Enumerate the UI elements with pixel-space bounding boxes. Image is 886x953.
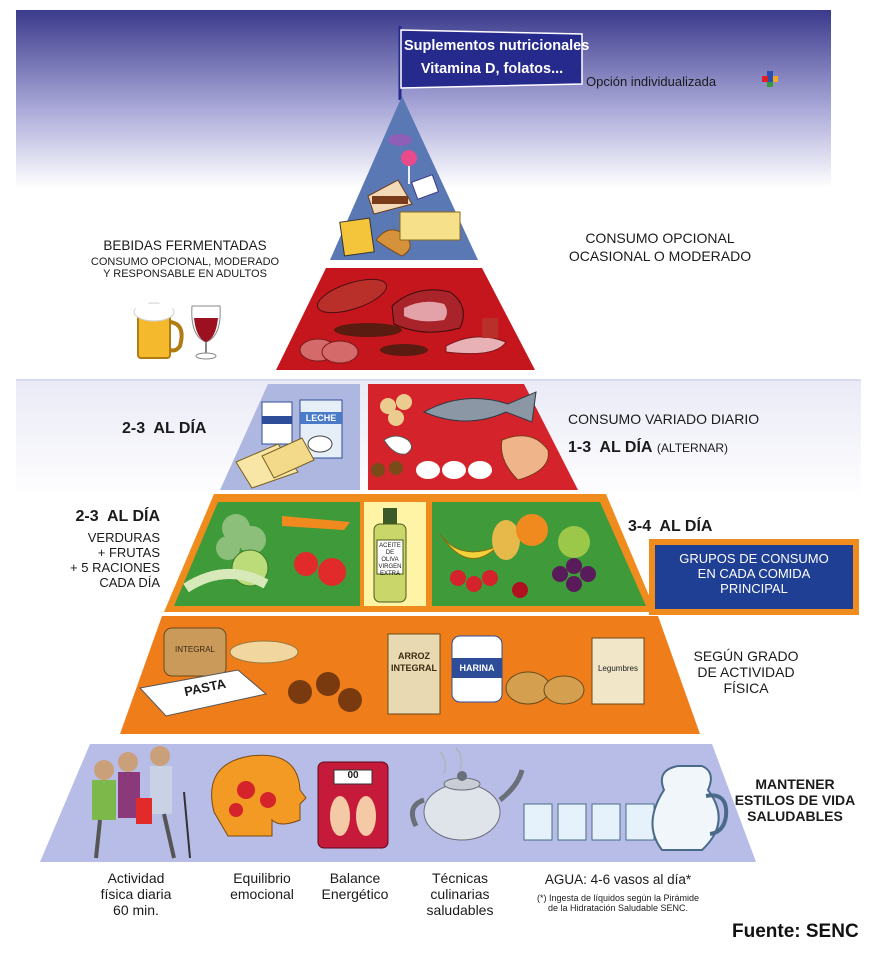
fruit-icons [439, 514, 596, 598]
base-item-emotional: Equilibrio emocional [230, 870, 294, 902]
water-jug-icon [651, 765, 729, 851]
protein-icons [371, 391, 549, 481]
oil-bottle-label: ACEITE DE OLIVA VIRGEN EXTRA [378, 543, 402, 577]
protein-label: CONSUMO VARIADO DIARIO 1-3 AL DÍA (ALTER… [568, 411, 760, 456]
teapot-icon [409, 747, 525, 841]
individual-option-label: Opción individualizada [586, 74, 717, 89]
wine-glass-icon [191, 305, 221, 360]
cereals-label: SEGÚN GRADO DE ACTIVIDAD FÍSICA [693, 648, 799, 696]
base-item-energy: Balance Energético [321, 870, 389, 902]
water-label: AGUA: 4-6 vasos al día* (*) Ingesta de l… [536, 872, 700, 913]
individual-option-icon [762, 71, 778, 87]
water-glasses-icon [523, 803, 655, 841]
base-item-activity: Actividad física diaria 60 min. [100, 870, 172, 918]
fermented-drinks-label: BEBIDAS FERMENTADAS CONSUMO OPCIONAL, MO… [90, 238, 280, 280]
beer-mug-icon [133, 299, 184, 359]
lifestyle-label: MANTENER ESTILOS DE VIDA SALUDABLES [734, 776, 856, 824]
veg-panel [174, 502, 360, 606]
oil-bottle-icon [373, 508, 407, 603]
dairy-frequency-label: 2-3 AL DÍA [122, 420, 207, 437]
veg-label: 2-3 AL DÍA VERDURAS + FRUTAS + 5 RACIONE… [70, 508, 160, 590]
emotional-head-icon [211, 754, 307, 837]
bathroom-scale-icon [317, 761, 389, 849]
bread-label: INTEGRAL [174, 645, 215, 654]
flag-line-1: Suplementos nutricionales [404, 38, 590, 54]
fruit-frequency-label: 3-4 AL DÍA [628, 518, 713, 535]
scale-readout: 00 [347, 770, 359, 781]
flour-label: HARINA [459, 663, 495, 673]
groups-box-label: GRUPOS DE CONSUMO EN CADA COMIDA PRINCIP… [679, 551, 829, 596]
base-item-cooking: Técnicas culinarias saludables [426, 870, 494, 918]
flag-line-2: Vitamina D, folatos... [420, 61, 564, 77]
family-walking-icon [92, 746, 191, 859]
flag-banner [400, 29, 583, 89]
optional-consumption-label: CONSUMO OPCIONAL OCASIONAL O MODERADO [568, 230, 752, 264]
dairy-icons [235, 399, 343, 489]
meat-icons [299, 278, 507, 364]
rice-label: ARROZ INTEGRAL [391, 651, 437, 673]
source-label: Fuente: SENC [732, 921, 859, 942]
groups-box [649, 539, 859, 615]
cereal-icons [139, 627, 645, 717]
sweets-icons [339, 134, 461, 257]
veg-icons [183, 514, 350, 593]
legumes-label: Legumbres [597, 664, 639, 673]
flag-label: Suplementos nutricionales Vitamina D, fo… [404, 38, 590, 77]
milk-carton-label: LECHE [305, 413, 337, 423]
